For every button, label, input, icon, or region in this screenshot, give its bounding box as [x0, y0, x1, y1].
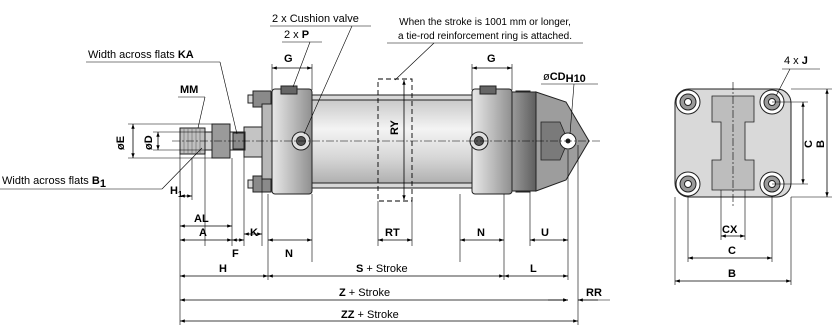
dim-b-horizontal: B — [728, 268, 736, 280]
dim-z-stroke: Z + Stroke — [339, 287, 390, 299]
dim-al: AL — [194, 213, 209, 225]
cylinder-side-view — [172, 78, 600, 202]
leader-line — [303, 25, 353, 135]
dim-g-left: G — [284, 53, 293, 65]
leader-line — [197, 96, 206, 129]
j-callout: 4 x J — [784, 55, 808, 67]
dim-n-left: N — [285, 248, 293, 260]
dim-b-vertical: B — [815, 140, 827, 148]
dim-a: A — [199, 227, 207, 239]
dim-u: U — [541, 227, 549, 239]
dim-oe: øE — [115, 136, 127, 150]
cd-callout: øCDH10 — [543, 71, 586, 85]
side-view-callouts: 2 x Cushion valve 2 x P When the stroke … — [0, 13, 598, 190]
cylinder-barrel — [311, 99, 473, 184]
dim-s-stroke: S + Stroke — [356, 263, 408, 275]
cushion-valve-callout: 2 x Cushion valve — [272, 13, 359, 25]
port-fitting — [479, 85, 497, 95]
rod-cover-boss — [243, 126, 263, 158]
dim-h: H — [219, 263, 227, 275]
leader-line — [219, 61, 238, 135]
leader-line — [292, 41, 311, 88]
dim-zz-stroke: ZZ + Stroke — [341, 309, 399, 321]
ka-callout: Width across flats KA — [88, 49, 194, 61]
side-view-dimensions: G G øE øD RY H — [115, 53, 610, 325]
port-fitting — [280, 85, 298, 95]
leader-line — [569, 83, 575, 135]
tie-rod-bolt-icon — [675, 171, 701, 197]
tie-rod-note-line2: a tie-rod reinforcement ring is attached… — [398, 31, 572, 42]
mm-callout: MM — [180, 84, 198, 96]
head-cover-front — [261, 103, 273, 180]
port-callout: 2 x P — [284, 29, 309, 41]
tie-rod-note-line1: When the stroke is 1001 mm or longer, — [399, 17, 571, 28]
leader-line — [394, 42, 435, 81]
dim-cx: CX — [722, 224, 738, 236]
leader-line — [775, 68, 791, 97]
tie-rod-bolt-icon — [675, 89, 701, 115]
dim-ry: RY — [389, 119, 401, 135]
dim-l: L — [530, 263, 537, 275]
dim-k: K — [250, 227, 258, 239]
leader-line — [161, 147, 203, 190]
tie-rod-reinforcement-ring — [377, 78, 413, 202]
dim-rr: RR — [586, 287, 602, 299]
b1-callout: Width across flats B1 — [2, 175, 106, 190]
cylinder-end-view: 4 x J C B CX C B — [674, 55, 832, 285]
clevis-base — [511, 91, 537, 192]
dim-rt: RT — [385, 227, 400, 239]
dim-g-right: G — [487, 53, 496, 65]
dim-h1: H1 — [170, 185, 183, 199]
dim-f: F — [232, 248, 239, 260]
dim-c-horizontal: C — [728, 245, 736, 257]
dim-n-right: N — [477, 227, 485, 239]
dim-c-vertical: C — [803, 140, 815, 148]
dim-od: øD — [143, 135, 155, 150]
